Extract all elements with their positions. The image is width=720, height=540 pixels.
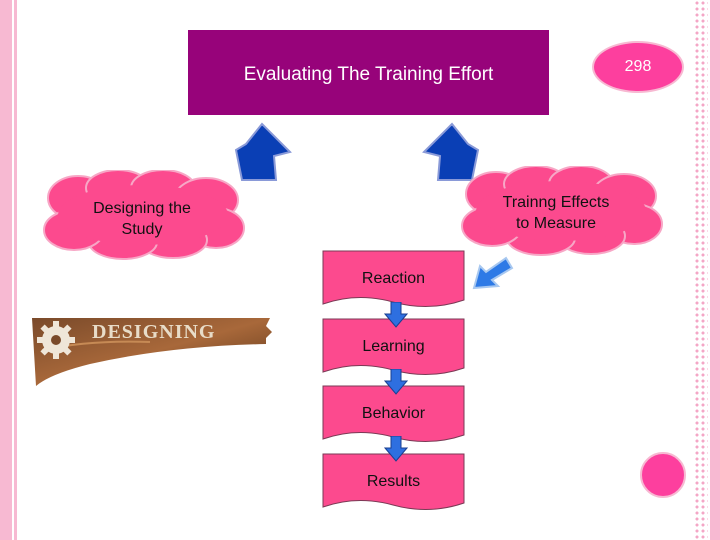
- left-border-stripe: [0, 0, 12, 540]
- step-behavior-label: Behavior: [361, 405, 426, 422]
- designing-logo-text: DESIGNING: [92, 321, 215, 343]
- connector-arrow-icon: [384, 436, 408, 462]
- decorative-circle: [640, 452, 686, 498]
- page-number-badge: 298: [592, 41, 684, 93]
- cloud-designing-line2: Study: [121, 221, 163, 238]
- step-reaction: Reaction: [322, 250, 465, 308]
- slide-title: Evaluating The Training Effort: [188, 30, 549, 115]
- step-reaction-label: Reaction: [361, 270, 426, 287]
- step-behavior: Behavior: [322, 385, 465, 443]
- cloud-effects-label: Trainng Effects to Measure: [476, 192, 636, 234]
- page-number: 298: [624, 58, 652, 75]
- gear-icon: [37, 321, 75, 359]
- cloud-designing-label: Designing the Study: [62, 198, 222, 240]
- cloud-effects-line2: to Measure: [515, 215, 597, 232]
- designing-logo-image: DESIGNING: [32, 318, 272, 386]
- cloud-effects-line1: Trainng Effects: [502, 194, 610, 211]
- step-results: Results: [322, 453, 465, 511]
- arrow-down-left-icon: [234, 122, 292, 181]
- cloud-designing-line1: Designing the: [93, 200, 191, 217]
- connector-arrow-icon: [384, 302, 408, 328]
- step-learning-label: Learning: [362, 338, 425, 355]
- arrow-to-reaction-icon: [472, 256, 514, 290]
- left-border-line: [14, 0, 17, 540]
- step-results-label: Results: [366, 473, 421, 490]
- cloud-effects-shape: [461, 166, 663, 256]
- slide-title-text: Evaluating The Training Effort: [243, 63, 494, 85]
- right-dotted-border: [694, 0, 708, 540]
- step-learning: Learning: [322, 318, 465, 376]
- arrow-down-right-icon: [422, 122, 480, 181]
- right-border-stripe: [710, 0, 720, 540]
- connector-arrow-icon: [384, 369, 408, 395]
- cloud-designing-shape: [43, 170, 245, 260]
